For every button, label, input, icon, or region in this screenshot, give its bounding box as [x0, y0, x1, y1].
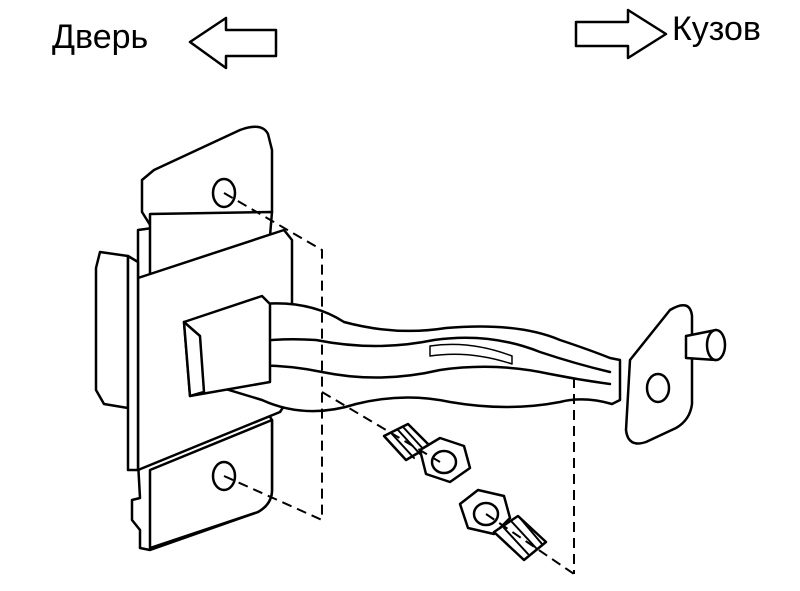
check-arm [186, 302, 622, 413]
door-mount-rear-tab [94, 250, 130, 410]
check-arm-inner-line-2 [204, 364, 612, 386]
body-direction-arrow-icon [574, 8, 668, 60]
check-arm-highlight [429, 343, 513, 365]
alignment-line-lower [223, 475, 323, 521]
alignment-line-bolt-lower-2 [485, 513, 575, 575]
door-plate-lower [148, 418, 274, 550]
body-bracket-bolt-hole [645, 372, 671, 404]
door-direction-arrow-icon [188, 16, 278, 70]
alignment-lines [223, 192, 575, 575]
door-housing-opening-front [182, 320, 206, 398]
door-label: Дверь [52, 18, 149, 56]
body-label: Кузов [672, 10, 761, 48]
door-housing-side [126, 254, 140, 472]
check-arm-inner-line [198, 336, 612, 374]
alignment-line-bolt-upper [321, 391, 441, 463]
alignment-line-upper [223, 192, 323, 520]
bolt-upper [382, 422, 472, 484]
body-bracket-pin-end [705, 328, 727, 362]
